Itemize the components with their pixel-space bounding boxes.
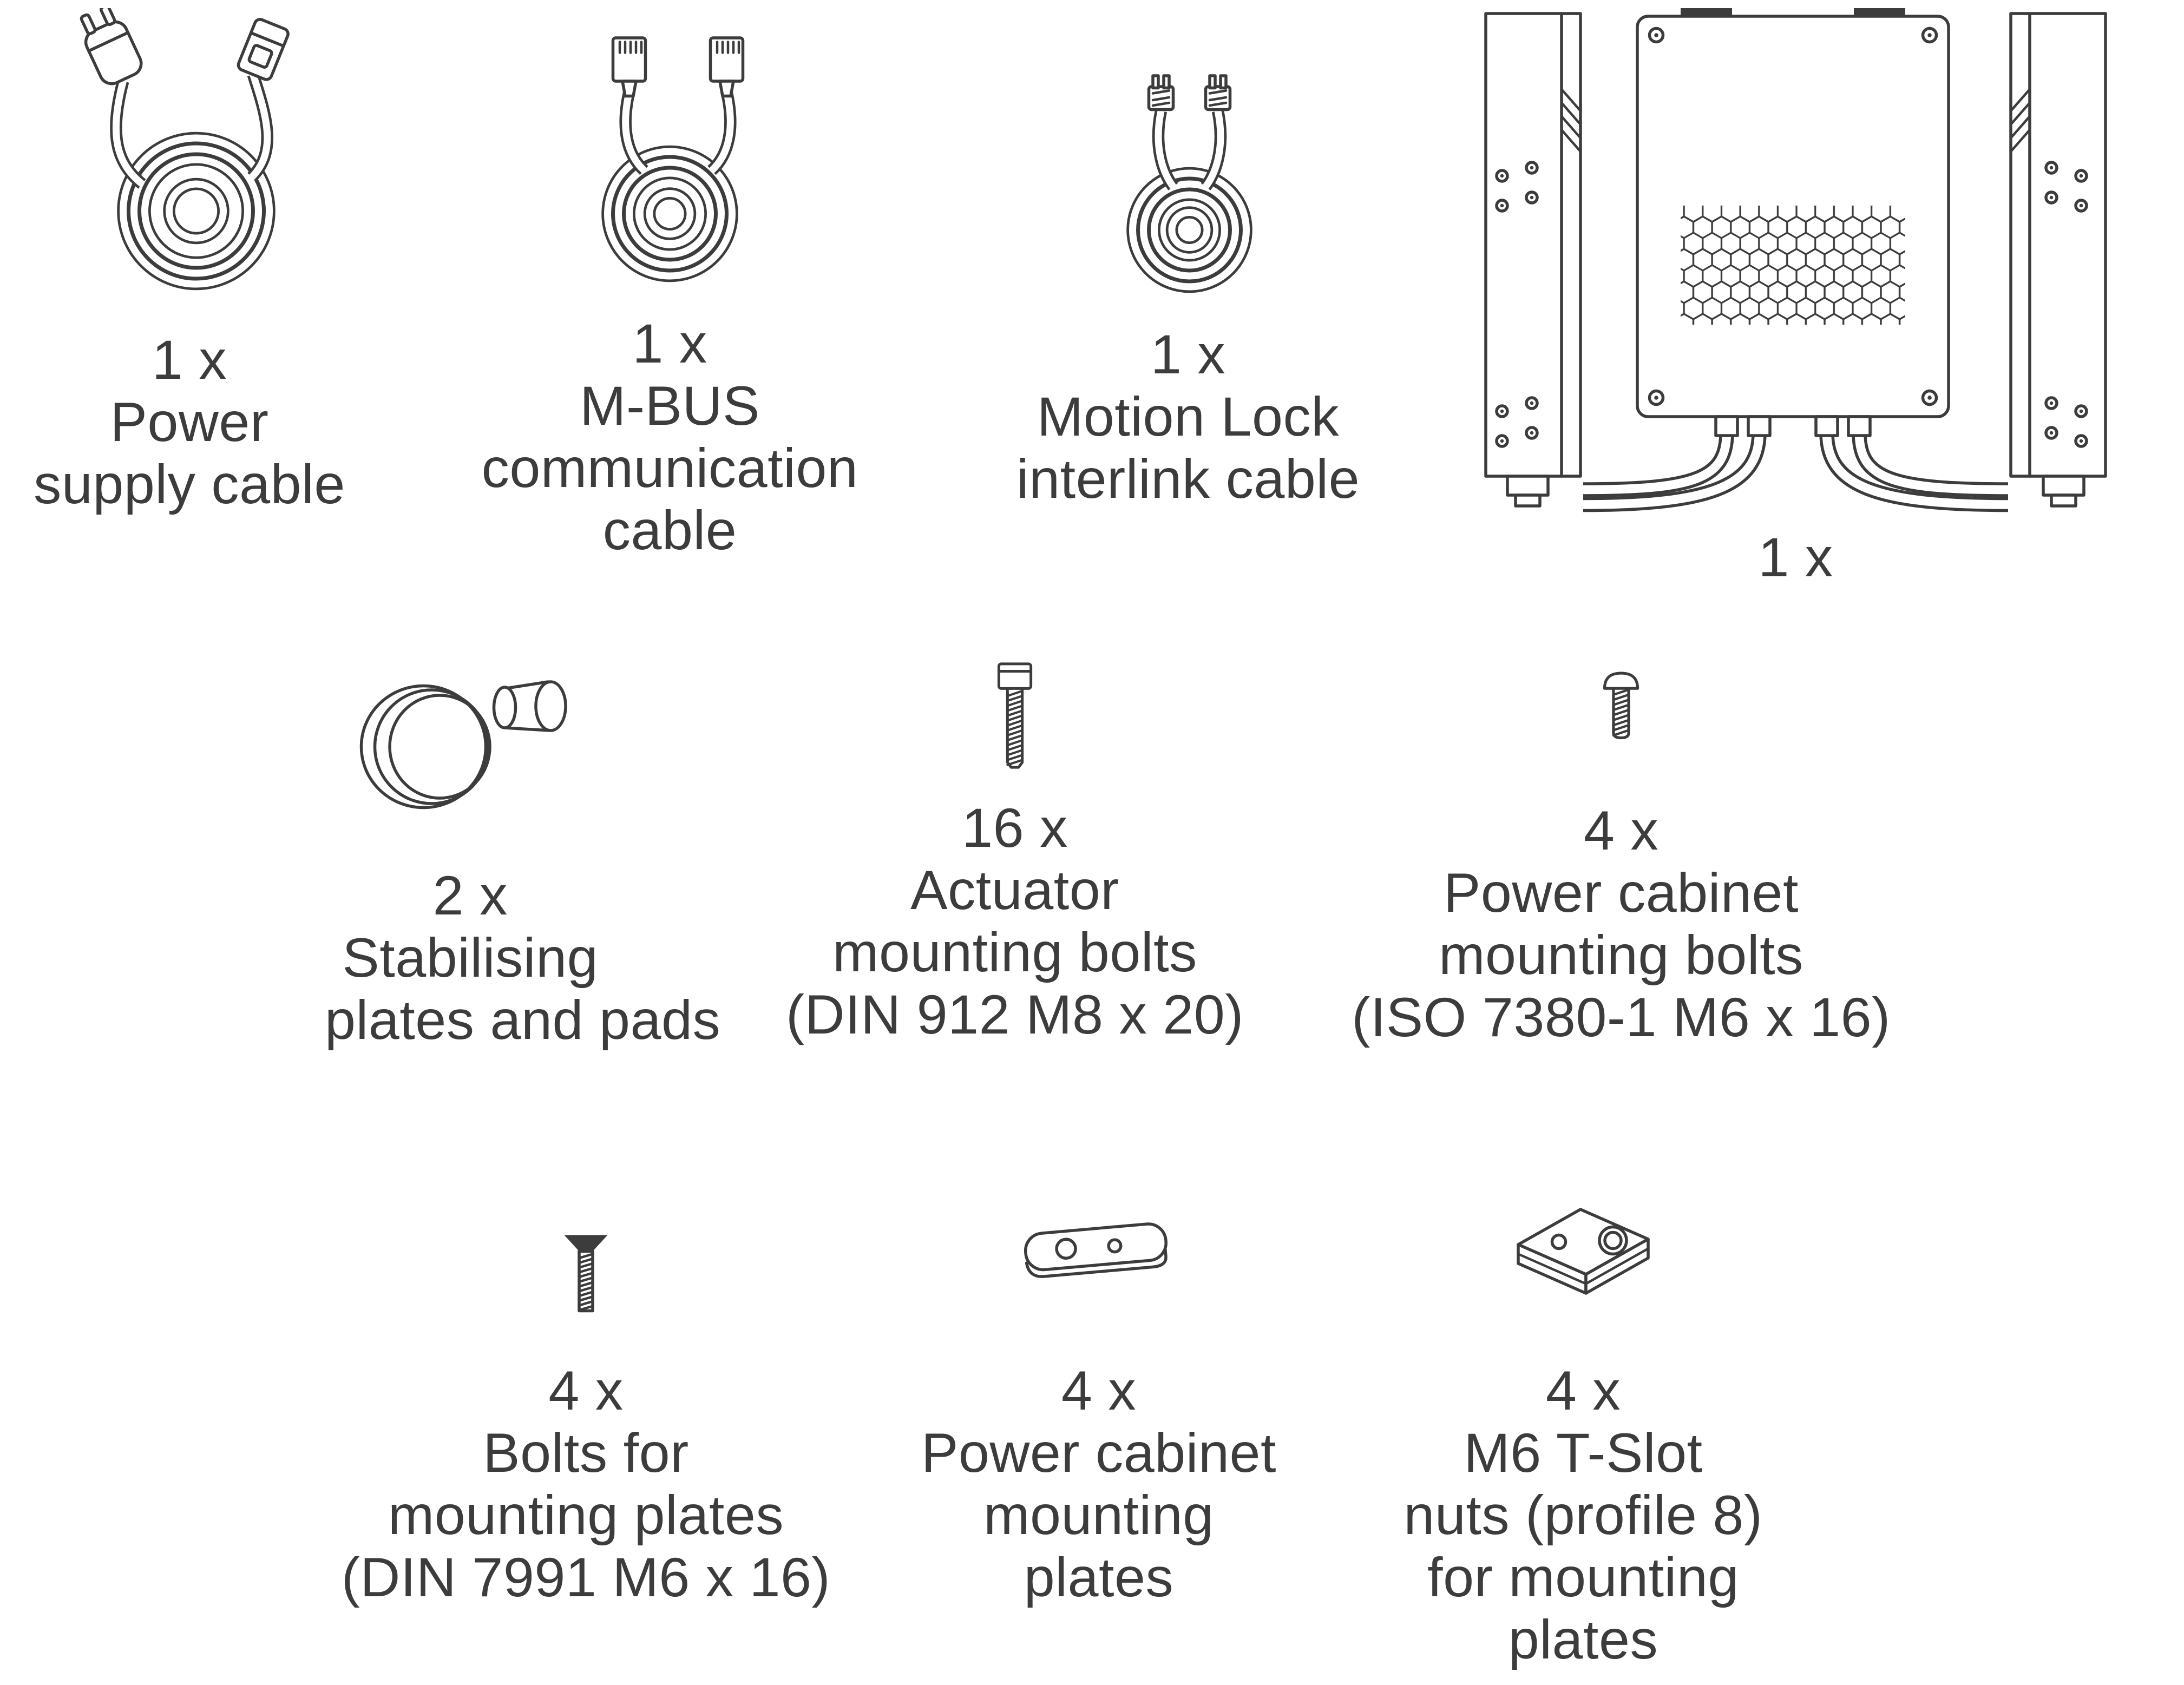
rj45-connector-icon <box>611 36 647 98</box>
coiled-network-cable-icon <box>601 36 745 282</box>
kit-item-mounting-plates: 4 x Power cabinet mounting plates <box>882 1212 1315 1609</box>
kit-item-power-supply-cable: 1 x Power supply cable <box>21 8 359 516</box>
power-cabinet-box-icon <box>1636 8 1950 437</box>
item-name-line: Power cabinet <box>921 1421 1277 1484</box>
mounting-plate-icon <box>1024 1222 1168 1278</box>
small-plug-icon <box>1147 74 1175 111</box>
hex-vent-icon <box>1681 206 1905 325</box>
iec-connector-icon <box>237 18 290 81</box>
item-quantity: 16 x <box>962 797 1068 859</box>
item-name-line: supply cable <box>34 453 345 516</box>
item-name-line: communication <box>481 437 858 499</box>
item-name-line: interlink cable <box>1016 447 1360 510</box>
kit-item-stabilising-plates: 2 x Stabilising plates and pads <box>325 652 721 1051</box>
item-name-line: (DIN 912 M8 x 20) <box>786 983 1244 1046</box>
item-quantity: 4 x <box>1583 799 1659 862</box>
item-name-line: (ISO 7380-1 M6 x 16) <box>1352 986 1891 1049</box>
item-name-line: mounting <box>983 1484 1214 1546</box>
left-actuator-icon <box>1484 12 1582 508</box>
item-name-line: plates and pads <box>325 989 721 1051</box>
countersunk-bolt-icon <box>564 1235 608 1313</box>
item-name-line: mounting bolts <box>832 921 1197 984</box>
kit-item-plate-bolts: 4 x Bolts for mounting plates (DIN 7991 … <box>316 1231 857 1609</box>
item-quantity: 4 x <box>1061 1359 1137 1422</box>
item-quantity: 1 x <box>1150 323 1226 386</box>
kit-item-tslot-nuts: 4 x M6 T-Slot nuts (profile 8) for mount… <box>1353 1190 1813 1671</box>
small-plug-icon <box>1204 74 1232 111</box>
item-name-line: Power cabinet <box>1443 861 1799 924</box>
item-name-line: Motion Lock <box>1037 385 1340 448</box>
power-cabinet-with-actuators-icon <box>1484 8 2107 512</box>
item-name-line: cable <box>602 499 737 562</box>
t-slot-nut-icon <box>1517 1208 1650 1295</box>
mains-plug-icon <box>80 8 143 85</box>
interconnect-cables-icon <box>1583 432 2009 512</box>
item-name-line: Actuator <box>910 859 1119 922</box>
kit-item-motion-lock-cable: 1 x Motion Lock interlink cable <box>972 70 1405 510</box>
item-name-line: Bolts for <box>483 1421 689 1484</box>
item-name-line: mounting plates <box>388 1484 784 1546</box>
item-name-line: mounting bolts <box>1439 924 1803 986</box>
stabilising-plates-icon <box>359 680 567 809</box>
kit-item-mbus-cable: 1 x M-BUS communication cable <box>467 30 873 562</box>
item-quantity: 4 x <box>548 1359 624 1422</box>
item-quantity: 1 x <box>1758 526 1833 589</box>
item-quantity: 4 x <box>1545 1359 1621 1422</box>
item-name-line: Power <box>110 391 269 453</box>
item-name-line: M-BUS <box>580 374 760 437</box>
item-name-line: M6 T-Slot <box>1464 1421 1703 1484</box>
right-actuator-icon <box>2009 12 2107 508</box>
coiled-power-cable-icon <box>80 8 290 291</box>
rj45-connector-icon <box>709 36 745 98</box>
kit-item-power-cabinet-assembly: 1 x <box>1475 5 2116 589</box>
item-quantity: 1 x <box>152 328 227 391</box>
item-name-line: Stabilising <box>342 926 599 989</box>
item-name-line: for mounting <box>1427 1546 1739 1609</box>
kit-item-cabinet-bolts: 4 x Power cabinet mounting bolts (ISO 73… <box>1337 668 1905 1049</box>
item-quantity: 1 x <box>632 312 707 375</box>
socket-head-bolt-icon <box>997 662 1033 769</box>
item-name-line: plates <box>1508 1608 1658 1671</box>
coiled-interlink-cable-icon <box>1126 74 1252 293</box>
item-quantity: 2 x <box>432 864 508 927</box>
item-name-line: plates <box>1024 1546 1174 1609</box>
item-name-line: (DIN 7991 M6 x 16) <box>341 1546 831 1609</box>
item-name-line: nuts (profile 8) <box>1403 1484 1763 1546</box>
kit-item-actuator-bolts: 16 x Actuator mounting bolts (DIN 912 M8… <box>758 660 1272 1046</box>
button-head-bolt-icon <box>1603 672 1639 740</box>
